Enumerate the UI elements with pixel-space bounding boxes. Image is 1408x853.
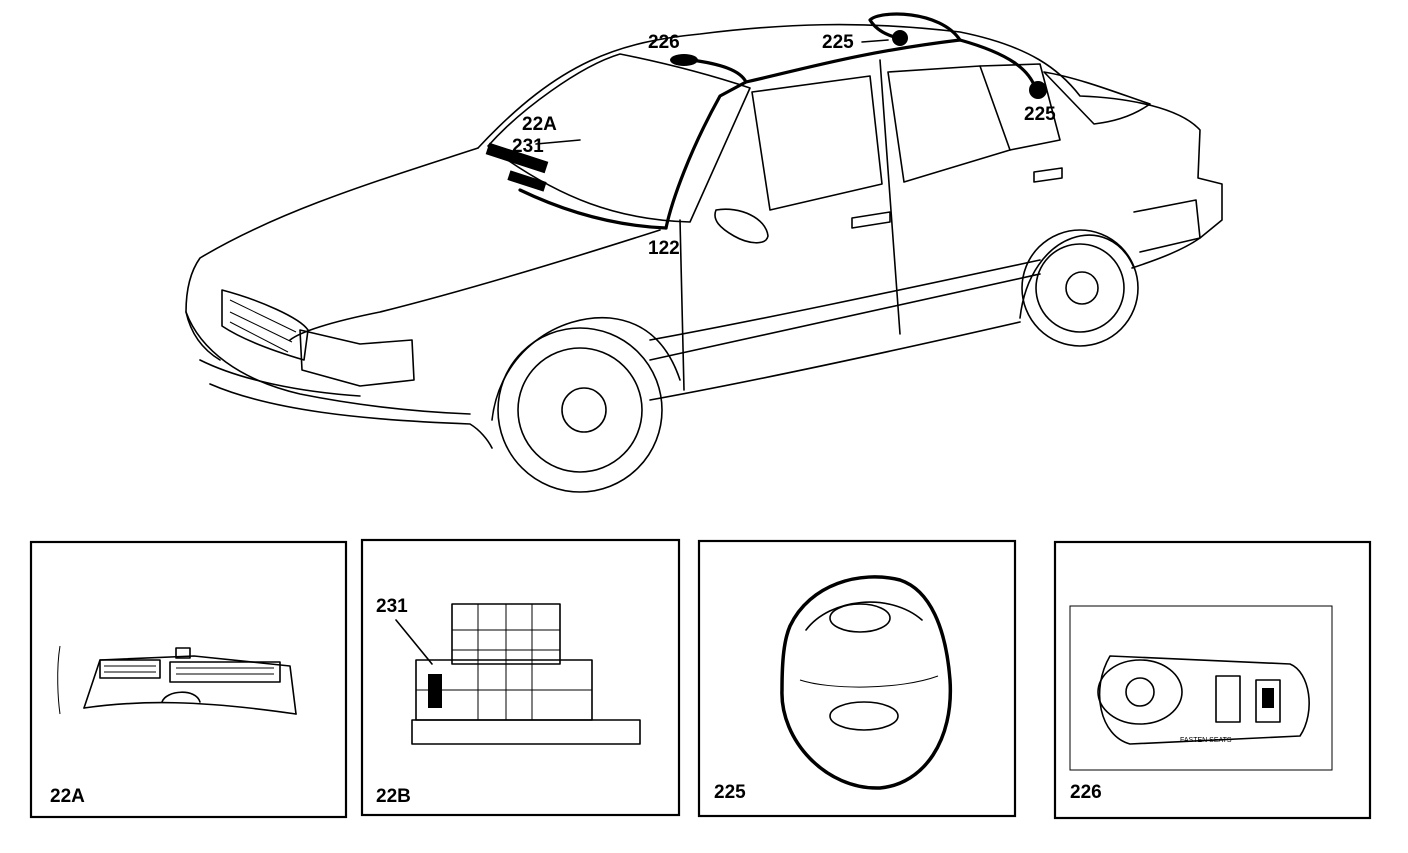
component-225-top-dot (892, 30, 908, 46)
panel-225: 225 (697, 539, 1017, 818)
panel-226-switch-text: FASTEN SEATS (1180, 737, 1232, 744)
panel-225-caption: 225 (714, 782, 746, 803)
connector-226-marker (670, 54, 698, 66)
label-225-top: 225 (822, 32, 854, 53)
panel-22a: 22A (29, 540, 348, 819)
label-226: 226 (648, 32, 680, 53)
label-122: 122 (648, 238, 680, 259)
connector-231-marker (485, 142, 549, 174)
connector-231-highlight (428, 674, 442, 708)
panel-22b: 231 22B (360, 538, 681, 817)
connector-231b-marker (507, 170, 547, 192)
wiring-harness (485, 12, 1047, 230)
panel-22b-caption: 22B (376, 786, 411, 807)
label-231: 231 (512, 136, 544, 157)
component-225-right-dot (1029, 81, 1047, 99)
label-225-right: 225 (1024, 104, 1056, 125)
component-225-housing (780, 575, 953, 790)
panel-226-caption: 226 (1070, 782, 1102, 803)
panel-226: FASTEN SEATS 226 (1053, 540, 1372, 820)
label-22a: 22A (522, 114, 557, 135)
panel-22a-caption: 22A (50, 786, 85, 807)
panel-22b-callout-231: 231 (376, 596, 408, 617)
car-illustration (185, 23, 1223, 493)
